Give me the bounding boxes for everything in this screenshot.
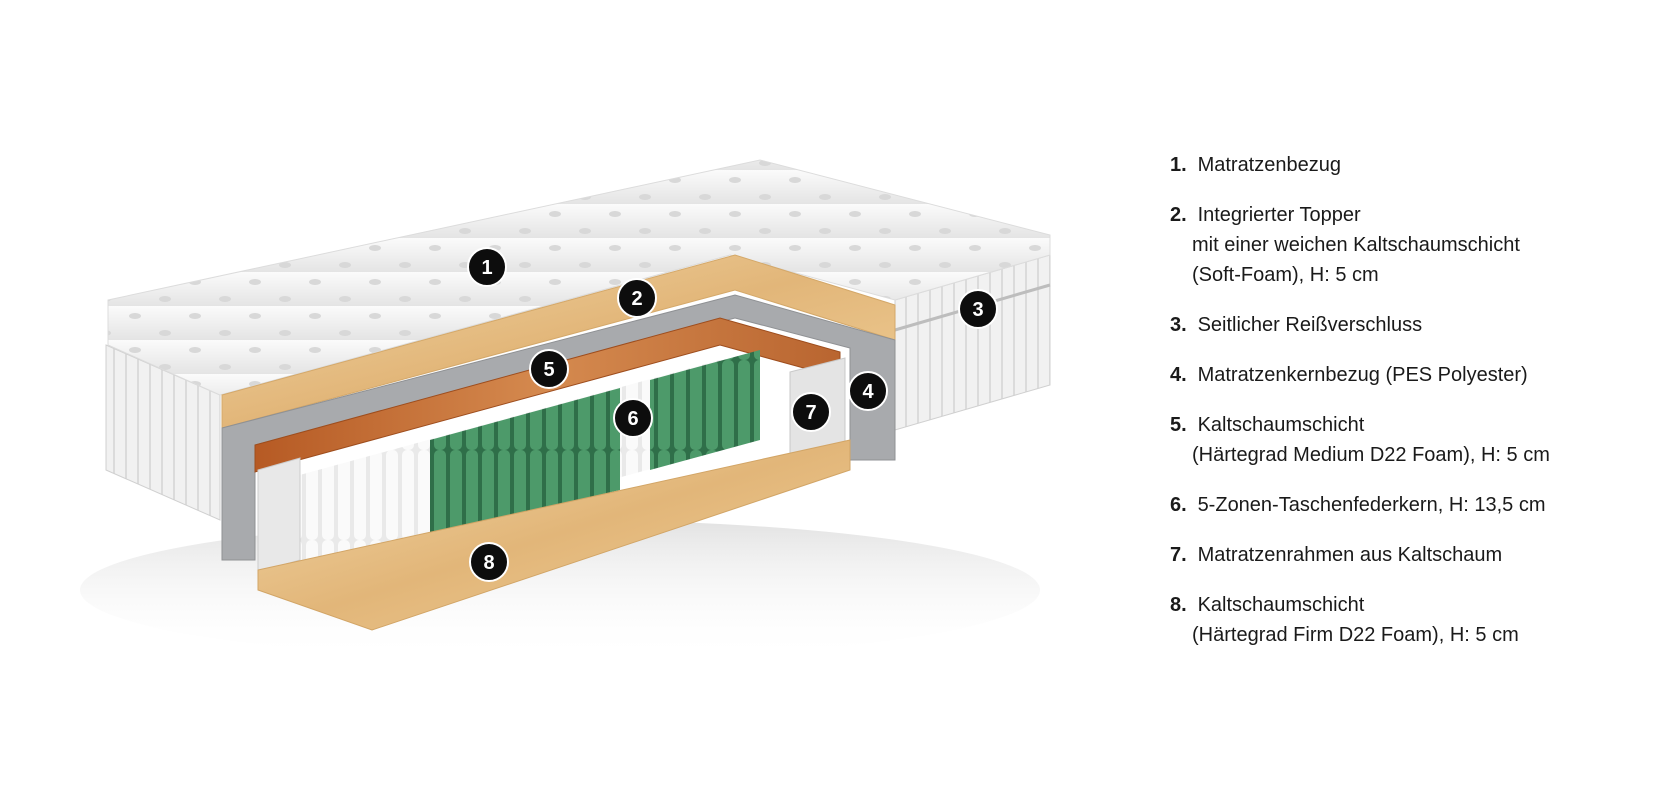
firm-foam-base: [257, 439, 851, 631]
svg-text:1: 1: [481, 257, 492, 279]
legend-text: Seitlicher Reißverschluss: [1197, 314, 1423, 336]
svg-text:7: 7: [805, 402, 816, 424]
marker-4: 4: [848, 371, 888, 411]
svg-text:4: 4: [862, 381, 874, 403]
legend-text: (Härtegrad Medium D22 Foam), H: 5 cm: [1192, 444, 1550, 466]
legend-text: mit einer weichen Kaltschaumschicht: [1192, 234, 1520, 256]
legend-number: 3.: [1170, 314, 1187, 336]
legend-text: 5-Zonen-Taschenfederkern, H: 13,5 cm: [1197, 494, 1546, 516]
legend-line: 3. Seitlicher Reißverschluss: [1170, 310, 1650, 340]
legend-number: 2.: [1170, 204, 1187, 226]
legend-line: 2. Integrierter Topper: [1170, 200, 1650, 230]
marker-6: 6: [613, 398, 653, 438]
legend-line: 6. 5-Zonen-Taschenfederkern, H: 13,5 cm: [1170, 490, 1650, 520]
legend-text: Integrierter Topper: [1197, 204, 1361, 226]
legend-number: 1.: [1170, 154, 1187, 176]
legend-line: 8. Kaltschaumschicht: [1170, 590, 1650, 620]
svg-text:6: 6: [627, 408, 638, 430]
legend-number: 6.: [1170, 494, 1187, 516]
legend-line: 1. Matratzenbezug: [1170, 150, 1650, 180]
legend-text: Matratzenrahmen aus Kaltschaum: [1197, 544, 1503, 566]
legend-item-1: 1. Matratzenbezug: [1170, 150, 1650, 180]
legend-number: 8.: [1170, 594, 1187, 616]
legend-line: (Soft-Foam), H: 5 cm: [1170, 260, 1650, 290]
legend-text: Matratzenkernbezug (PES Polyester): [1197, 364, 1528, 386]
legend-line: (Härtegrad Medium D22 Foam), H: 5 cm: [1170, 440, 1650, 470]
legend-item-2: 2. Integrierter Topper mit einer weichen …: [1170, 200, 1650, 290]
legend-item-5: 5. Kaltschaumschicht (Härtegrad Medium D2…: [1170, 410, 1650, 470]
layer-legend: 1. Matratzenbezug 2. Integrierter Topper m…: [1170, 150, 1650, 670]
legend-item-3: 3. Seitlicher Reißverschluss: [1170, 310, 1650, 340]
legend-text: Kaltschaumschicht: [1197, 414, 1365, 436]
legend-item-4: 4. Matratzenkernbezug (PES Polyester): [1170, 360, 1650, 390]
svg-text:2: 2: [631, 288, 642, 310]
legend-text: (Soft-Foam), H: 5 cm: [1192, 264, 1379, 286]
legend-item-8: 8. Kaltschaumschicht (Härtegrad Firm D22 …: [1170, 590, 1650, 650]
mattress-top-cover: [107, 159, 1051, 396]
legend-number: 4.: [1170, 364, 1187, 386]
marker-8: 8: [469, 542, 509, 582]
legend-item-6: 6. 5-Zonen-Taschenfederkern, H: 13,5 cm: [1170, 490, 1650, 520]
mattress-cross-section-illustration: 1 2 3 4 5 6 7 8: [80, 159, 1051, 660]
marker-2: 2: [617, 278, 657, 318]
marker-5: 5: [529, 349, 569, 389]
legend-line: 4. Matratzenkernbezug (PES Polyester): [1170, 360, 1650, 390]
legend-text: (Härtegrad Firm D22 Foam), H: 5 cm: [1192, 624, 1519, 646]
legend-item-7: 7. Matratzenrahmen aus Kaltschaum: [1170, 540, 1650, 570]
legend-text: Kaltschaumschicht: [1197, 594, 1365, 616]
legend-line: 7. Matratzenrahmen aus Kaltschaum: [1170, 540, 1650, 570]
legend-text: Matratzenbezug: [1197, 154, 1341, 176]
svg-text:3: 3: [972, 299, 983, 321]
legend-number: 5.: [1170, 414, 1187, 436]
legend-line: mit einer weichen Kaltschaumschicht: [1170, 230, 1650, 260]
legend-number: 7.: [1170, 544, 1187, 566]
legend-line: 5. Kaltschaumschicht: [1170, 410, 1650, 440]
marker-7: 7: [791, 392, 831, 432]
legend-line: (Härtegrad Firm D22 Foam), H: 5 cm: [1170, 620, 1650, 650]
svg-text:8: 8: [483, 552, 494, 574]
svg-text:5: 5: [543, 359, 554, 381]
core-cover-wall: [221, 294, 896, 561]
marker-1: 1: [467, 247, 507, 287]
foam-frame-left: [257, 457, 301, 573]
marker-3: 3: [958, 289, 998, 329]
